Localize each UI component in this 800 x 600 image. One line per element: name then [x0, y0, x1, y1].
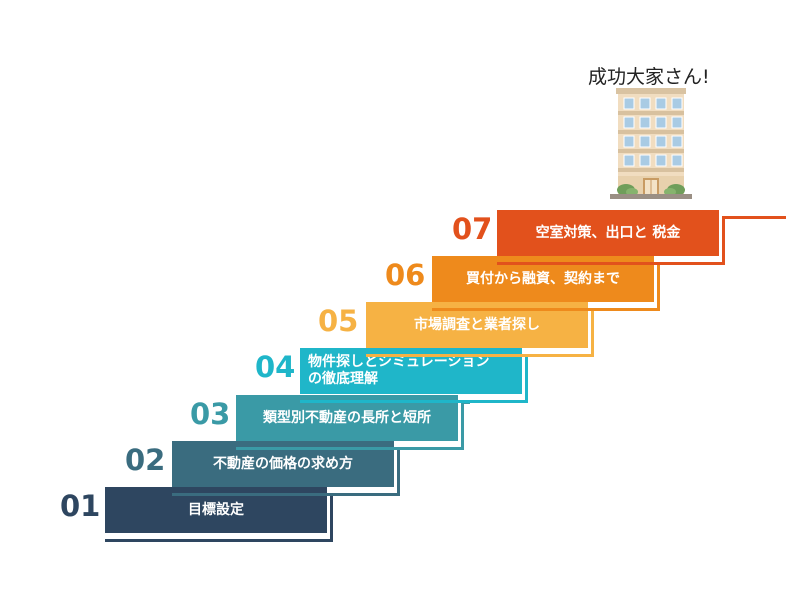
step-number: 03 — [190, 397, 231, 431]
step-label: 物件探しとシミュレーション の徹底理解 — [308, 354, 490, 387]
step-outline — [497, 262, 725, 265]
step-label: 類型別不動産の長所と短所 — [263, 409, 431, 426]
step-label: 市場調査と業者探し — [414, 316, 540, 333]
step-outline — [236, 447, 464, 450]
step-outline-riser — [330, 493, 333, 542]
step-label: 空室対策、出口と 税金 — [535, 224, 681, 241]
step-number: 05 — [318, 304, 359, 338]
step-label: 目標設定 — [188, 501, 244, 518]
step-outline — [105, 539, 333, 542]
step-outline-tread — [722, 216, 786, 219]
step-outline — [172, 493, 400, 496]
step-label: 買付から融資、契約まで — [466, 270, 620, 287]
step-outline-riser — [397, 447, 400, 496]
step-number: 06 — [385, 258, 426, 292]
step-number: 01 — [60, 489, 101, 523]
step-outline-riser — [722, 216, 725, 265]
step-number: 02 — [125, 443, 166, 477]
step-number: 04 — [255, 350, 296, 384]
step-number: 07 — [452, 212, 493, 246]
step-label: 不動産の価格の求め方 — [213, 455, 353, 472]
step-outline-riser — [591, 308, 594, 357]
goal-label: 成功大家さん! — [588, 66, 710, 88]
step-box: 空室対策、出口と 税金 — [497, 210, 719, 256]
step-outline-riser — [657, 262, 660, 311]
step-outline — [300, 400, 528, 403]
apartment-building-icon — [610, 88, 692, 199]
step-outline-riser — [461, 401, 464, 450]
step-outline — [366, 354, 594, 357]
step-outline-riser — [525, 354, 528, 403]
step-outline — [432, 308, 660, 311]
